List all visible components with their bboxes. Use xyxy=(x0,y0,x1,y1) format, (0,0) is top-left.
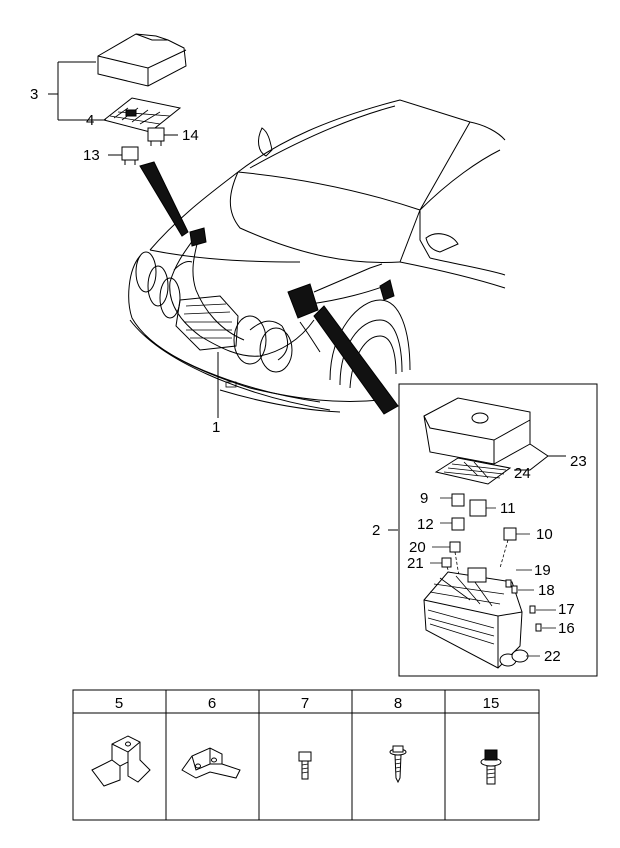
callout-4: 4 xyxy=(86,112,94,129)
callout-17: 17 xyxy=(558,601,575,618)
callout-21: 21 xyxy=(407,555,424,572)
wiring-harness-icon xyxy=(169,227,395,361)
table-header-15: 15 xyxy=(483,695,500,712)
table-header-8: 8 xyxy=(394,695,402,712)
car-front-icon xyxy=(128,99,506,413)
fuse-box-inset-frame xyxy=(398,383,598,677)
relay-icon xyxy=(441,493,517,568)
fuse-box-cover-icon xyxy=(423,397,531,465)
table-header-7: 7 xyxy=(301,695,309,712)
table-header-5: 5 xyxy=(115,695,123,712)
callout-23: 23 xyxy=(570,453,587,470)
parts-table xyxy=(72,689,540,821)
callout-3: 3 xyxy=(30,86,38,103)
callout-10: 10 xyxy=(536,526,553,543)
callout-2: 2 xyxy=(372,522,380,539)
callout-13: 13 xyxy=(83,147,100,164)
callout-16: 16 xyxy=(558,620,575,637)
callout-22: 22 xyxy=(544,648,561,665)
callout-9: 9 xyxy=(420,490,428,507)
pointer-wedge-icon xyxy=(139,161,189,237)
bolt-icon xyxy=(480,749,502,785)
callout-19: 19 xyxy=(534,562,551,579)
callout-24: 24 xyxy=(514,465,531,482)
callout-20: 20 xyxy=(409,539,426,556)
fuse-label-sheet-icon xyxy=(102,97,182,133)
bracket-icon xyxy=(181,747,241,779)
callout-11: 11 xyxy=(500,500,516,517)
bracket-icon xyxy=(91,735,151,787)
bolt-icon xyxy=(389,745,407,784)
fuse-box-icon xyxy=(423,567,542,669)
bolt-icon xyxy=(298,751,312,780)
engine-room-box-cover-icon xyxy=(97,33,187,87)
callout-12: 12 xyxy=(417,516,434,533)
callout-14: 14 xyxy=(182,127,199,144)
table-header-6: 6 xyxy=(208,695,216,712)
relay-icon xyxy=(121,127,165,165)
callout-1: 1 xyxy=(212,419,220,436)
pointer-wedge-icon xyxy=(313,305,399,415)
fuse-label-sheet-icon xyxy=(434,457,512,485)
callout-18: 18 xyxy=(538,582,555,599)
